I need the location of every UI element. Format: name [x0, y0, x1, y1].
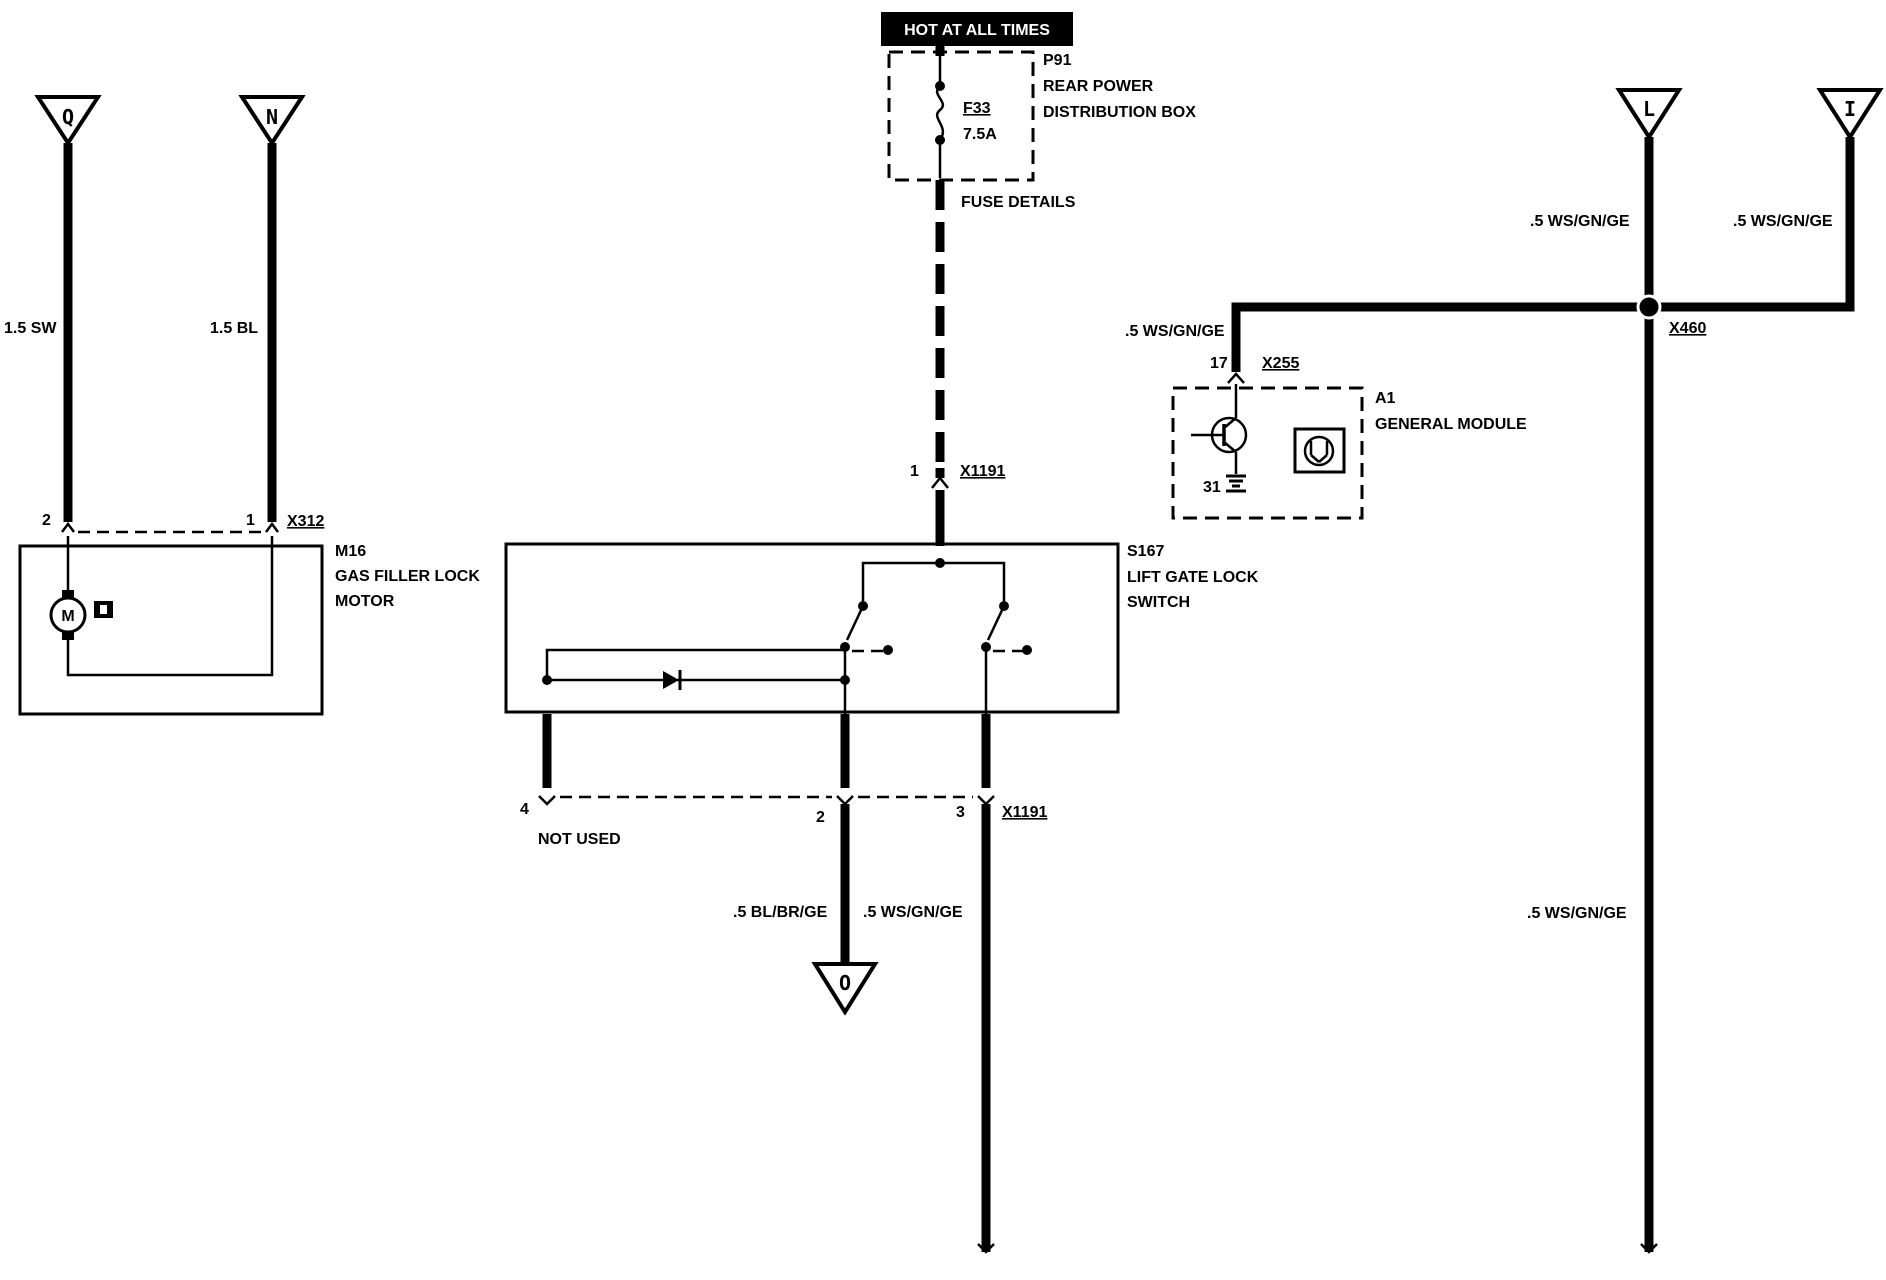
wire-l-top-label: .5 WS/GN/GE: [1530, 213, 1630, 230]
motor-id: M16: [335, 543, 366, 560]
transistor-icon: [1191, 384, 1248, 474]
module-box: [1171, 386, 1364, 520]
hot-at-all-times-label: HOT AT ALL TIMES: [904, 22, 1050, 39]
module-connector: X255: [1262, 355, 1299, 372]
diode-icon: [663, 670, 682, 690]
switch-id: S167: [1127, 543, 1164, 560]
connector-q-label: Q: [62, 105, 74, 129]
motor-pin-right: 1: [246, 512, 255, 529]
module-pin: 17: [1210, 355, 1228, 372]
wire-l-bottom-label: .5 WS/GN/GE: [1527, 905, 1627, 922]
wire-i-top-label: .5 WS/GN/GE: [1733, 213, 1833, 230]
motor-name-line2: MOTOR: [335, 593, 395, 610]
module-logic-icon: [1293, 427, 1346, 474]
switch-pin3: 3: [956, 804, 965, 821]
connector-l-label: L: [1643, 97, 1655, 121]
fuse-box-name-line1: REAR POWER: [1043, 78, 1154, 95]
fuse-id: F33: [963, 100, 991, 117]
motor-connector: X312: [287, 513, 324, 530]
motor-icon: M: [49, 590, 87, 640]
wire-module-label: .5 WS/GN/GE: [1125, 323, 1225, 340]
motor-pin-left: 2: [42, 512, 51, 529]
hot-at-all-times-banner: [881, 12, 1073, 46]
fuse-icon: [935, 85, 945, 141]
fuse-rating: 7.5A: [963, 126, 997, 143]
switch-top-pin: 1: [910, 463, 919, 480]
fuse-details: FUSE DETAILS: [961, 194, 1076, 211]
module-ground-pin: 31: [1203, 479, 1221, 496]
switch-top-connector: X1191: [960, 463, 1005, 480]
motor-box: [18, 544, 324, 716]
connector-n-label: N: [266, 105, 278, 129]
connector-i: I: [1816, 88, 1884, 141]
ground-icon: [1226, 474, 1246, 493]
splice-id: X460: [1669, 320, 1706, 337]
connector-q: Q: [34, 95, 102, 147]
connector-l: L: [1615, 88, 1683, 141]
fuse-box: [887, 50, 1035, 182]
splice-x460: [1636, 294, 1662, 320]
motor-lock-icon: [94, 601, 113, 618]
fuse-box-id: P91: [1043, 52, 1072, 69]
wire-q-label: 1.5 SW: [4, 320, 57, 337]
switch-box: [504, 542, 1120, 714]
switch-name-line1: LIFT GATE LOCK: [1127, 569, 1259, 586]
module-name: GENERAL MODULE: [1375, 416, 1527, 433]
connector-i-label: I: [1844, 97, 1856, 121]
switch-bottom-connector: X1191: [1002, 804, 1047, 821]
wire-pin2-label: .5 BL/BR/GE: [733, 904, 828, 921]
wire-n-label: 1.5 BL: [210, 320, 258, 337]
switch-pin4: 4: [520, 801, 529, 818]
connector-n: N: [238, 95, 306, 147]
switch-internals: [542, 558, 1032, 714]
fuse-box-name-line2: DISTRIBUTION BOX: [1043, 104, 1196, 121]
switch-pin2: 2: [816, 809, 825, 826]
wire-pin3-label: .5 WS/GN/GE: [863, 904, 963, 921]
wire-i-to-module: [1231, 137, 1855, 372]
not-used-label: NOT USED: [538, 831, 621, 848]
connector-o-label: O: [839, 971, 851, 995]
connector-o: O: [811, 962, 879, 1016]
switch-name-line2: SWITCH: [1127, 594, 1190, 611]
motor-symbol: M: [61, 608, 74, 625]
module-id: A1: [1375, 390, 1396, 407]
motor-name-line1: GAS FILLER LOCK: [335, 568, 480, 585]
